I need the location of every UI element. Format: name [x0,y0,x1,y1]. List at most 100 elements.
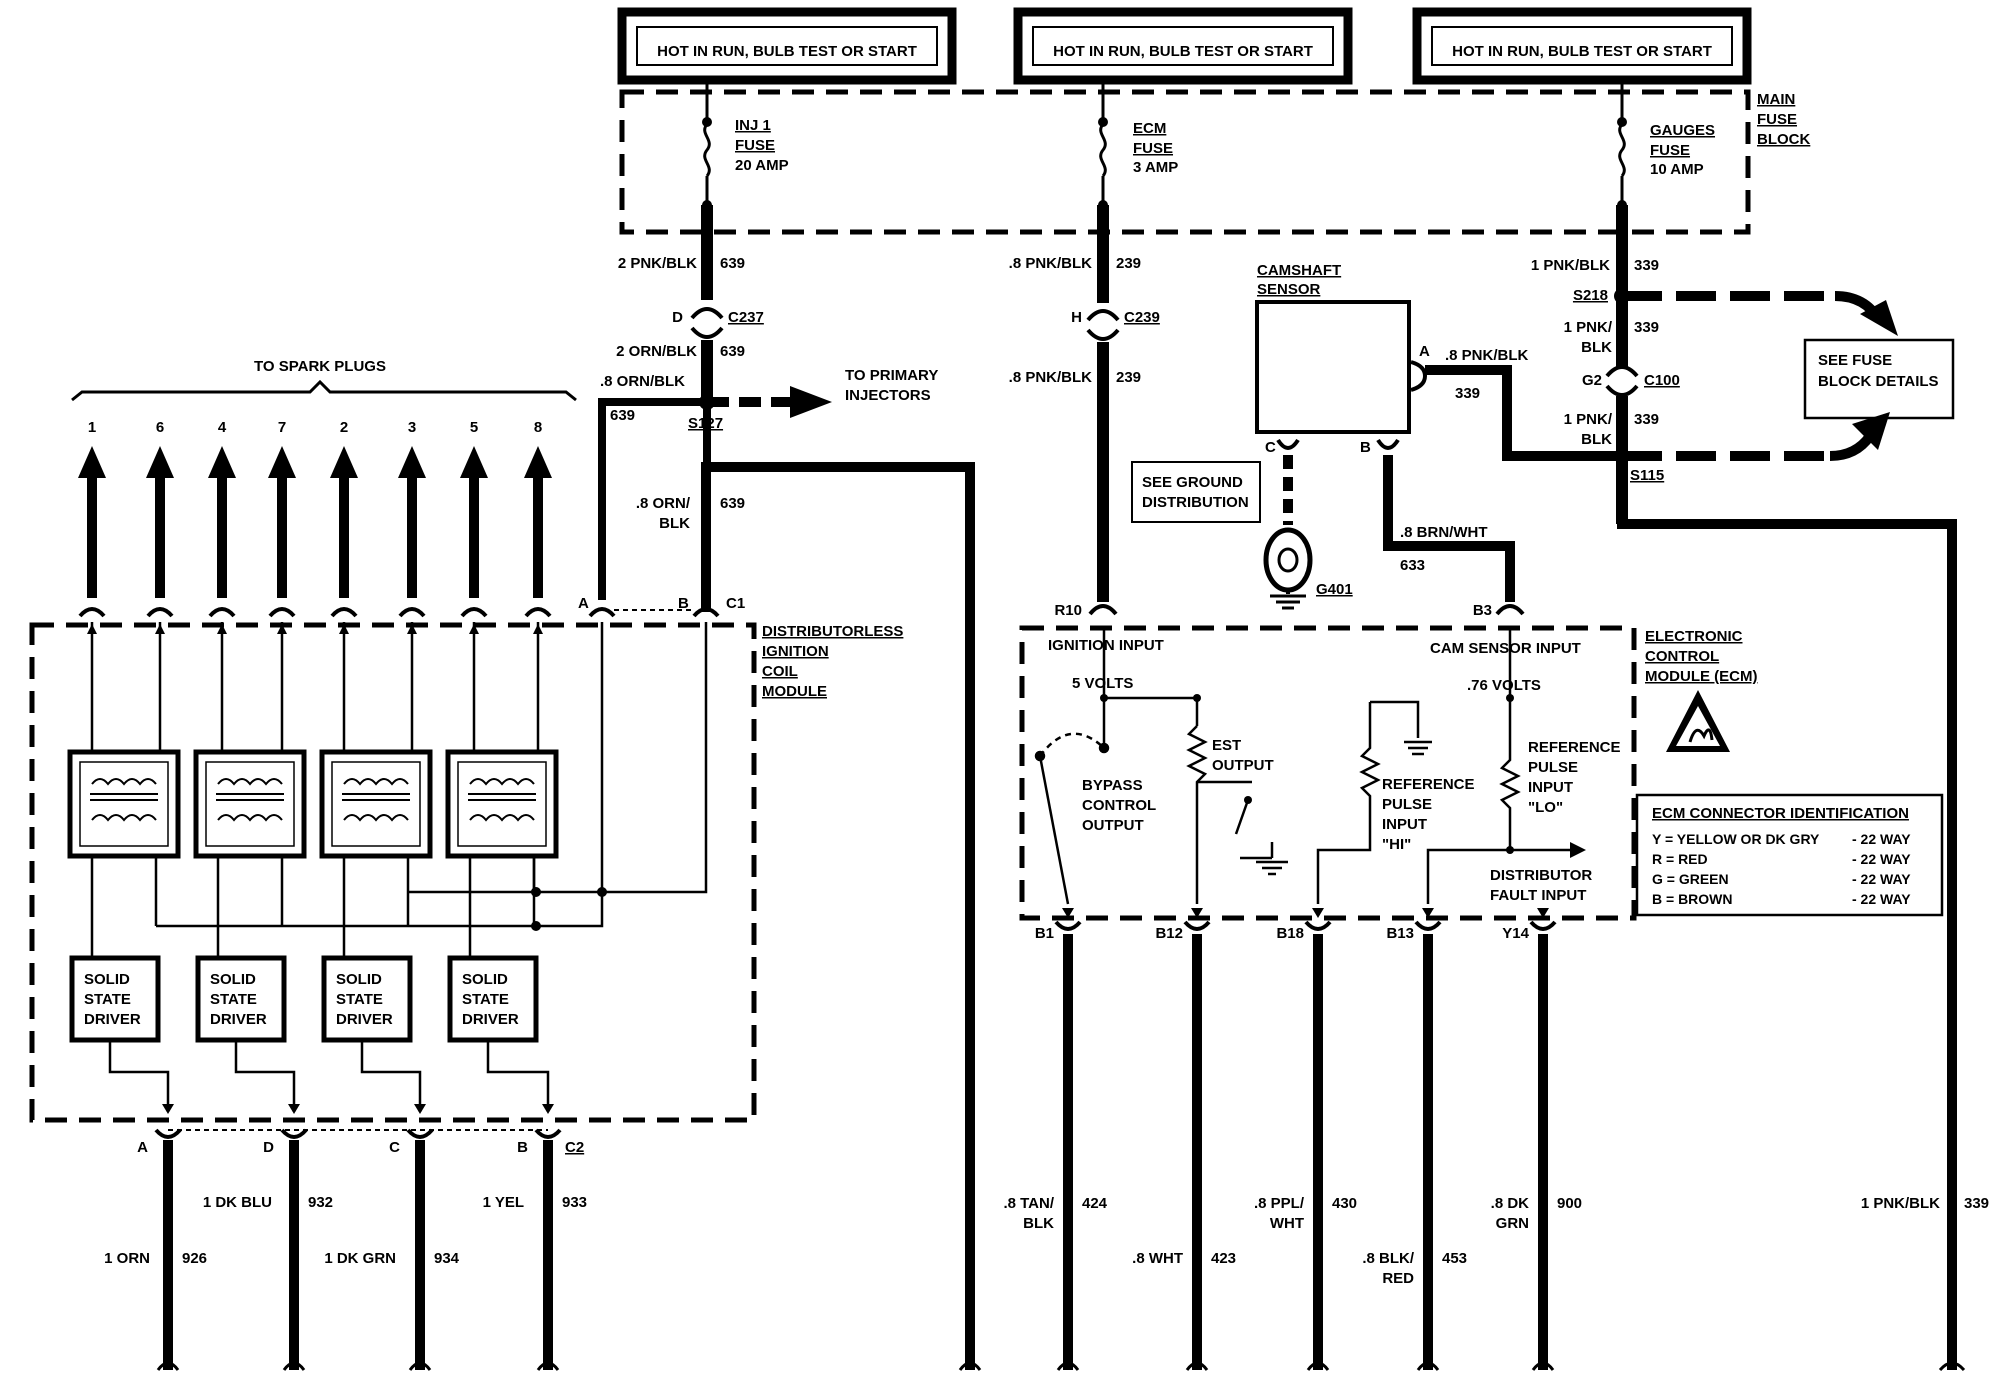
ecm-fault-2: FAULT INPUT [1490,887,1586,904]
driver-label: DRIVER [210,1011,267,1028]
camshaft-sensor [1255,300,1411,434]
to-primary-arrow [790,386,832,418]
ecm-wire-label: .8 PPL/ [1254,1195,1305,1212]
driver-label: SOLID [84,971,130,988]
spark-plug-4-label: 4 [218,419,227,436]
cam-a-wire: .8 PNK/BLK [1445,347,1529,364]
w1-top-num: 639 [720,255,745,272]
ecm-ref-hi-1: REFERENCE [1382,776,1475,793]
inj1-fuse-amp: 20 AMP [735,157,789,174]
spark-plug-3-label: 3 [408,419,416,436]
right-wire-label: 1 PNK/BLK [1861,1195,1940,1212]
right-wire-num: 339 [1964,1195,1989,1212]
w3-low-num: 339 [1634,411,1659,428]
w3-mid-label-2: BLK [1581,339,1612,356]
ecm-wire-label: WHT [1270,1215,1304,1232]
cam-a-num: 339 [1455,385,1480,402]
coil-pin-a: A [578,595,589,612]
hot-box-1: HOT IN RUN, BULB TEST OR START [617,7,957,85]
driver-label: STATE [210,991,257,1008]
w2-top-num: 239 [1116,255,1141,272]
ecm-conn-title: ECM CONNECTOR IDENTIFICATION [1652,805,1909,822]
ecm-est-1: EST [1212,737,1241,754]
ecm-bypass-2: CONTROL [1082,797,1156,814]
fuse-block-label-2: FUSE [1757,111,1797,128]
coil-module [29,622,757,1123]
coil-label-3: COIL [762,663,798,680]
ecm-ref-hi-3: INPUT [1382,816,1427,833]
spark-plug-arrow [460,446,488,478]
ecm-conn-row-3-code: B = BROWN [1652,891,1733,907]
ecm-est-2: OUTPUT [1212,757,1274,774]
camshaft-label-1: CAMSHAFT [1257,262,1341,279]
w3-low-label-1: 1 PNK/ [1564,411,1613,428]
ecm-ref-lo-4: "LO" [1528,799,1563,816]
spark-title: TO SPARK PLUGS [254,358,386,375]
coil-wire-num: 933 [562,1194,587,1211]
cam-b-wire-num: 633 [1400,557,1425,574]
ecm-conn-row-0-ways: - 22 WAY [1852,831,1911,847]
camshaft-label-2: SENSOR [1257,281,1321,298]
coil-label-2: IGNITION [762,643,829,660]
driver-label: SOLID [336,971,382,988]
driver-label: STATE [336,991,383,1008]
ecm-label-1: ELECTRONIC [1645,628,1743,645]
ecm-wire-label: .8 TAN/ [1003,1195,1054,1212]
ignition-coil [67,749,181,859]
coil-c2: C2 [565,1139,584,1156]
ecm-fuse-name-2: FUSE [1133,140,1173,157]
hot-box-3: HOT IN RUN, BULB TEST OR START [1412,7,1752,85]
driver-label: DRIVER [462,1011,519,1028]
c2-pin-A: A [137,1139,148,1156]
cam-pin-b: B [1360,439,1371,456]
cam-b-wire-label: .8 BRN/WHT [1400,524,1488,541]
ecm-internal-circuit [1034,628,1570,905]
w1-right-label-1: .8 ORN/ [636,495,691,512]
ecm-wire-num: 423 [1211,1250,1236,1267]
coil-wire-label: 1 DK GRN [324,1250,396,1267]
w3-splice-low: S115 [1630,467,1664,484]
main-fuse-block [619,89,1751,235]
ecm-label-2: CONTROL [1645,648,1719,665]
ecm-ref-lo-1: REFERENCE [1528,739,1621,756]
ecm-wire-num: 430 [1332,1195,1357,1212]
ignition-coil [193,749,307,859]
w3-splice-top: S218 [1573,287,1608,304]
ecm-pin-Y14: Y14 [1502,925,1529,942]
see-ground-box [1131,461,1261,523]
c2-pin-C: C [389,1139,400,1156]
w2-mid-num: 239 [1116,369,1141,386]
coil-wire-num: 932 [308,1194,333,1211]
w3-conn-id: C100 [1644,372,1680,389]
solid-state-driver [69,955,161,1043]
cam-pin-b3: B3 [1473,602,1492,619]
spark-brace [71,379,577,402]
ecm-wire-label: RED [1382,1270,1414,1287]
ecm-connector-table [1635,793,1944,917]
ecm-conn-row-1-code: R = RED [1652,851,1708,867]
spark-plug-1-label: 1 [88,419,96,436]
circuit-639 [598,205,790,600]
ecm-wire-label: .8 BLK/ [1362,1250,1415,1267]
hot-box-2: HOT IN RUN, BULB TEST OR START [1013,7,1353,85]
w1-splice: S127 [688,415,723,432]
hot-box-1-label: HOT IN RUN, BULB TEST OR START [657,43,917,60]
ecm-fuse-amp: 3 AMP [1133,159,1178,176]
ecm-5v: 5 VOLTS [1072,675,1133,692]
ecm-wire-num: 424 [1082,1195,1108,1212]
ecm-conn-row-1-ways: - 22 WAY [1852,851,1911,867]
fuse-detail-arrow-2 [1829,432,1875,461]
solid-state-driver [321,955,413,1043]
w1-top-label: 2 PNK/BLK [618,255,697,272]
see-ground-1: SEE GROUND [1142,474,1243,491]
ecm-conn-row-2-ways: - 22 WAY [1852,871,1911,887]
w2-mid-label: .8 PNK/BLK [1009,369,1093,386]
ecm-pin-B12: B12 [1155,925,1183,942]
coil-wire-num: 926 [182,1250,207,1267]
ecm-wire-label: .8 DK [1491,1195,1530,1212]
w1-mid-num: 639 [720,343,745,360]
w1-conn-id: C237 [728,309,764,326]
inj1-fuse [702,80,712,210]
